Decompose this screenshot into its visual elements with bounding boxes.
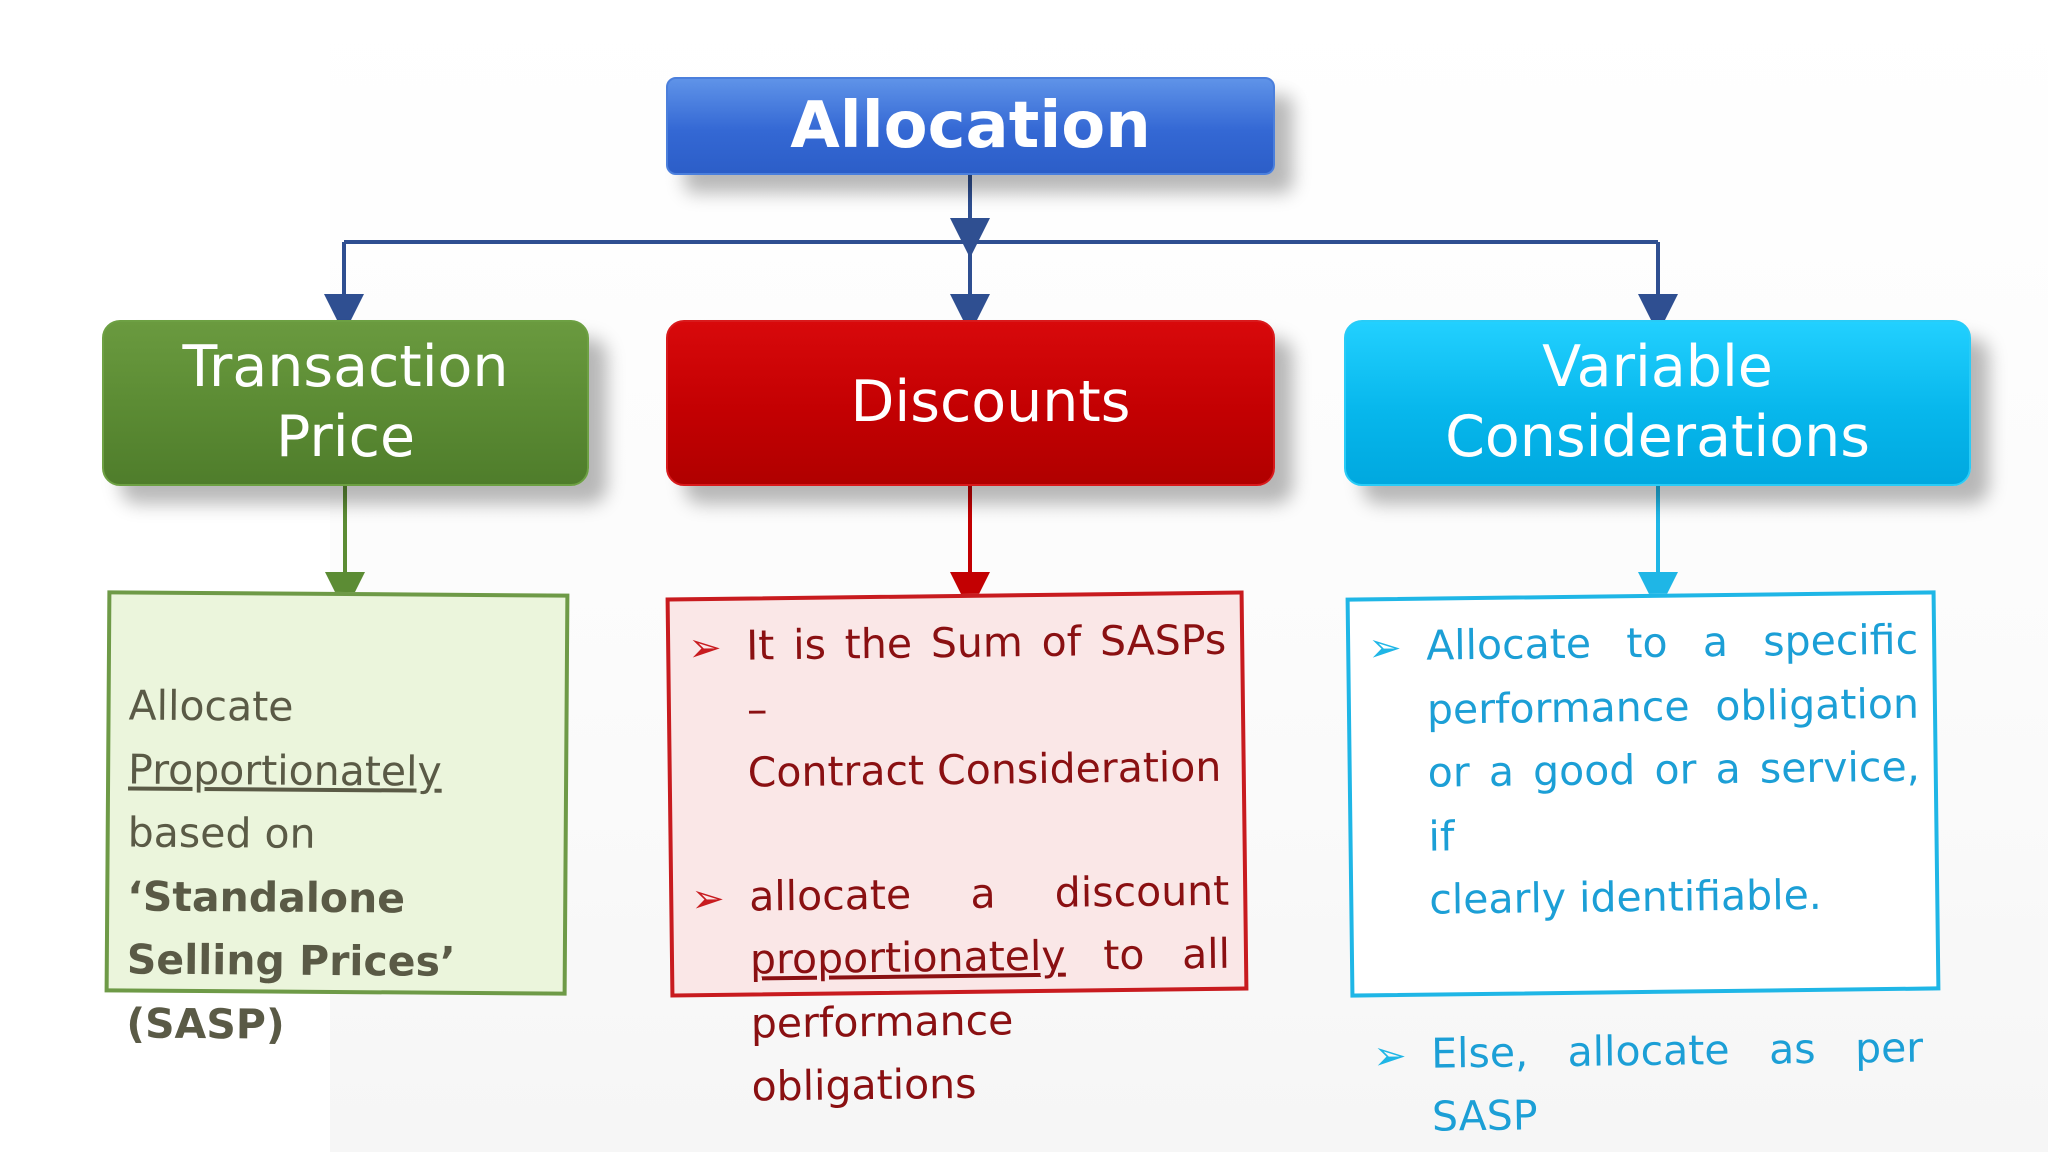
tp-detail-line3-bold: ‘Standalone (127, 872, 406, 923)
discounts-label: Discounts (850, 369, 1131, 436)
discounts-bullet-2: ➢ allocate a discount proportionately to… (691, 859, 1232, 1119)
tp-detail-line1: Allocate (128, 681, 294, 731)
vc-bullet-1-line2: performance obligation (1426, 679, 1920, 734)
variable-considerations-label-line1: Variable (1542, 334, 1773, 401)
bullet-arrow-icon: ➢ (687, 624, 722, 672)
discounts-bullet-1: ➢ It is the Sum of SASPs – Contract Cons… (688, 609, 1228, 805)
tp-detail-line2: Proportionately (127, 745, 442, 796)
discounts-bullet-1-line2: Contract Consideration (747, 742, 1222, 797)
tp-detail-line3: based on ‘Standalone (127, 802, 554, 932)
allocation-title: Allocation (790, 88, 1151, 163)
variable-considerations-detail: ➢ Allocate to a specific performance obl… (1345, 590, 1941, 1141)
tp-detail-line4-suffix: (SASP) (126, 999, 285, 1049)
transaction-price-box: Transaction Price (102, 320, 589, 486)
variable-considerations-label-line2: Considerations (1445, 404, 1870, 470)
discounts-bullet-2-suffix: to all (1065, 929, 1231, 980)
discounts-bullet-2-line2: proportionately to all (750, 923, 1231, 992)
bullet-arrow-icon: ➢ (1367, 624, 1402, 672)
vc-bullet-1-line1: Allocate to a specific (1425, 615, 1919, 670)
variable-considerations-box: Variable Considerations (1344, 320, 1971, 486)
vc-bullet-1-line3: or a good or a service, if (1427, 742, 1920, 861)
transaction-price-label-line2: Price (275, 404, 416, 470)
tp-detail-line3-prefix: based on (127, 808, 316, 858)
discounts-box: Discounts (666, 320, 1275, 486)
transaction-price-detail: Allocate Proportionately based on ‘Stand… (104, 590, 570, 1048)
vc-bullet-2-text: Else, allocate as per SASP (1430, 1023, 1924, 1141)
discounts-detail: ➢ It is the Sum of SASPs – Contract Cons… (665, 590, 1249, 1111)
bullet-arrow-icon: ➢ (1372, 1032, 1407, 1080)
variable-considerations-bullet-2: ➢ Else, allocate as per SASP (1373, 1016, 1925, 1149)
allocation-title-box: Allocation (666, 77, 1275, 175)
discounts-bullet-2-line1: allocate a discount (748, 866, 1230, 921)
tp-detail-line4: Selling Prices’ (SASP) (126, 929, 553, 1059)
variable-considerations-bullet-1: ➢ Allocate to a specific performance obl… (1368, 609, 1922, 933)
discounts-bullet-2-underlined: proportionately (749, 931, 1066, 984)
discounts-bullet-2-line3: performance obligations (750, 996, 1014, 1111)
discounts-bullet-1-line1: It is the Sum of SASPs – (745, 615, 1227, 734)
bullet-arrow-icon: ➢ (690, 875, 726, 922)
vc-bullet-1-line4: clearly identifiable. (1428, 871, 1823, 924)
tp-detail-line4-bold: Selling Prices’ (126, 935, 456, 987)
transaction-price-label-line1: Transaction (182, 334, 509, 401)
